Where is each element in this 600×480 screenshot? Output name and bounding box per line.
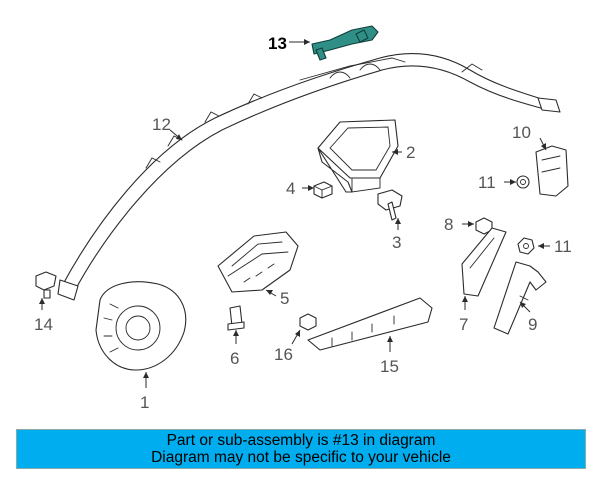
part-11-nut-lower — [517, 237, 535, 255]
callout-9: 9 — [528, 315, 537, 334]
callout-10: 10 — [512, 123, 531, 142]
callout-16: 16 — [274, 345, 293, 364]
leader-lines — [39, 39, 550, 388]
part-6-bolt — [227, 305, 245, 331]
callout-labels: 13 12 2 4 3 10 11 8 11 7 9 5 6 14 1 16 1… — [34, 34, 572, 412]
part-10-airbag — [535, 145, 569, 197]
part-11-nut-upper — [516, 175, 530, 189]
banner-line-1: Part or sub-assembly is #13 in diagram — [166, 432, 436, 449]
banner-line-2: Diagram may not be specific to your vehi… — [151, 449, 451, 466]
callout-5: 5 — [280, 289, 289, 308]
callout-6: 6 — [230, 349, 239, 368]
part-5-airbag-module — [217, 231, 299, 293]
part-3-screw — [377, 189, 403, 221]
part-12-curtain-airbag — [57, 53, 561, 301]
callout-4: 4 — [286, 179, 295, 198]
part-2-airbag-module — [317, 119, 399, 193]
callout-11-upper: 11 — [478, 173, 496, 192]
part-16-nut — [299, 313, 317, 331]
part-15-bracket — [307, 297, 433, 351]
part-1-steering-wheel-airbag — [95, 281, 187, 371]
callout-3: 3 — [392, 233, 401, 252]
callout-8: 8 — [444, 215, 453, 234]
info-banner: Part or sub-assembly is #13 in diagram D… — [16, 429, 586, 469]
callout-12: 12 — [152, 115, 171, 134]
callout-11-lower: 11 — [554, 237, 572, 256]
callout-15: 15 — [380, 357, 399, 376]
part-7-bracket — [461, 227, 507, 297]
callout-14: 14 — [34, 315, 53, 334]
part-14-bolt — [35, 271, 57, 299]
parts-diagram: 13 12 2 4 3 10 11 8 11 7 9 5 6 14 1 16 1… — [34, 25, 572, 412]
callout-1: 1 — [140, 393, 149, 412]
part-9-bracket — [493, 261, 547, 335]
callout-2: 2 — [406, 143, 415, 162]
part-4-nut — [313, 181, 333, 199]
part-13-bracket-highlighted — [311, 25, 379, 61]
callout-13: 13 — [268, 34, 287, 53]
callout-7: 7 — [459, 315, 468, 334]
